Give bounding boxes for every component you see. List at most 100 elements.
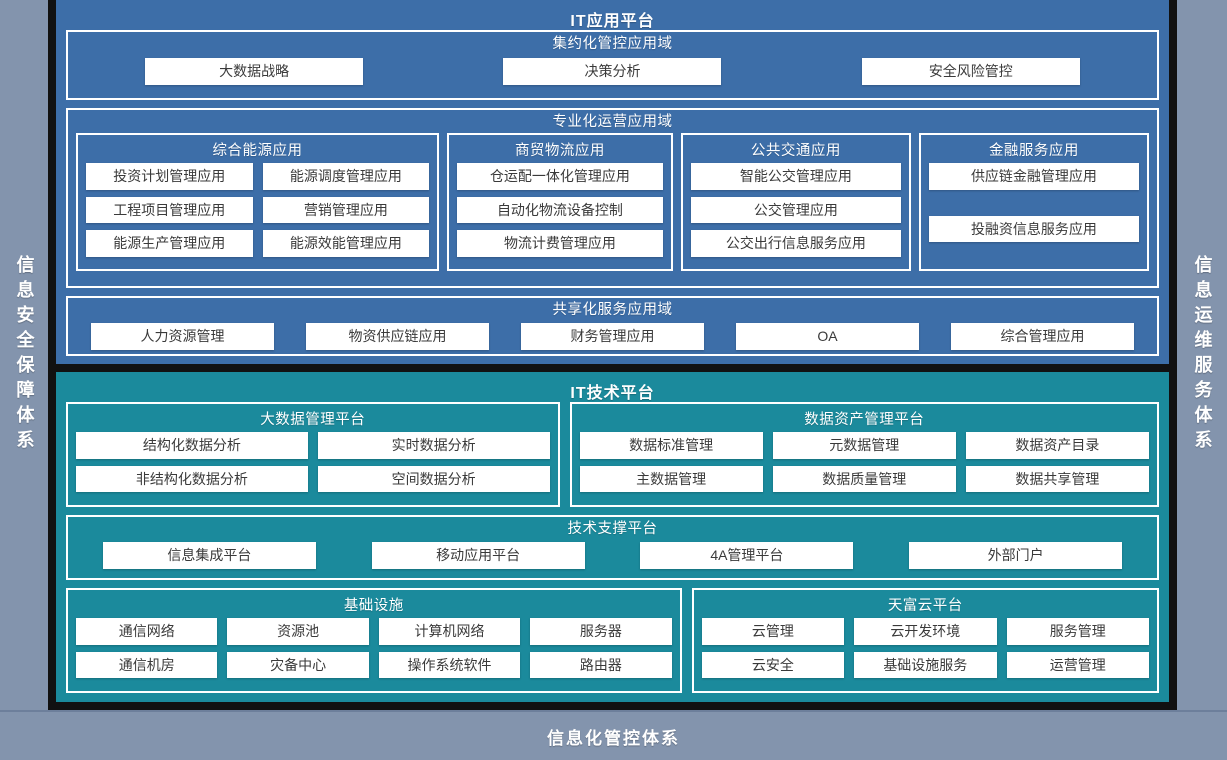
right-divider (1169, 0, 1177, 710)
chip-item[interactable]: 服务管理 (1006, 618, 1149, 645)
chip-item[interactable]: 智能公交管理应用 (690, 162, 901, 190)
chip-placeholder (929, 197, 1139, 209)
right-framework-bar-label: 信息运维服务体系 (1192, 255, 1213, 455)
group-row: 物流计费管理应用 (457, 230, 663, 257)
group-rows: 结构化数据分析 实时数据分析 非结构化数据分析 空间数据分析 (68, 432, 558, 505)
chip-item[interactable]: 能源调度管理应用 (262, 162, 430, 190)
chip-item[interactable]: 信息集成平台 (102, 541, 316, 569)
chip-item[interactable]: 大数据战略 (145, 57, 364, 85)
intensive-control-domain-title: 集约化管控应用域 (552, 36, 673, 52)
chip-item[interactable]: 通信机房 (76, 651, 218, 679)
chip-item[interactable]: 结构化数据分析 (76, 432, 308, 459)
chip-item[interactable]: 物流计费管理应用 (457, 230, 663, 257)
it-technology-platform: IT技术平台 大数据管理平台 结构化数据分析 实时数据分析 非结构化数据分析 空… (56, 372, 1169, 702)
chip-item[interactable]: 营销管理应用 (262, 196, 430, 224)
chip-item[interactable]: 移动应用平台 (371, 541, 585, 569)
chip-item[interactable]: 运营管理 (1006, 651, 1149, 679)
chip-item[interactable]: 决策分析 (503, 57, 722, 85)
chip-item[interactable]: 仓运配一体化管理应用 (457, 162, 663, 190)
group-title: 金融服务应用 (988, 142, 1079, 159)
bottom-divider (56, 702, 1169, 710)
chip-item[interactable]: 灾备中心 (227, 651, 369, 679)
group-title: 天富云平台 (887, 598, 963, 614)
group-rows: 数据标准管理 元数据管理 数据资产目录 主数据管理 数据质量管理 数据共享管理 (572, 432, 1157, 505)
chip-item[interactable]: 云开发环境 (854, 618, 997, 645)
group-title: 商贸物流应用 (514, 142, 605, 159)
group-rows: 投资计划管理应用 能源调度管理应用 工程项目管理应用 营销管理应用 能源生产管理… (78, 162, 437, 269)
chip-item[interactable]: 数据资产目录 (965, 432, 1149, 459)
tech-row-data: 大数据管理平台 结构化数据分析 实时数据分析 非结构化数据分析 空间数据分析 数… (66, 402, 1159, 507)
group-row: 投资计划管理应用 能源调度管理应用 (86, 162, 430, 190)
tech-row-infra: 基础设施 通信网络 资源池 计算机网络 服务器 通信机房 灾备中心 操作系统软件… (66, 588, 1159, 693)
group-rows: 智能公交管理应用 公交管理应用 公交出行信息服务应用 (683, 162, 909, 269)
group-row: 云安全 基础设施服务 运营管理 (701, 651, 1149, 679)
chip-item[interactable]: 物资供应链应用 (306, 322, 489, 350)
chip-item[interactable]: 通信网络 (76, 618, 218, 645)
group-rows: 通信网络 资源池 计算机网络 服务器 通信机房 灾备中心 操作系统软件 路由器 (68, 618, 680, 691)
chip-item[interactable]: OA (736, 322, 919, 350)
group-title: 大数据管理平台 (260, 412, 366, 428)
chip-item[interactable]: 资源池 (227, 618, 369, 645)
chip-item[interactable]: 操作系统软件 (378, 651, 521, 679)
group-row: 结构化数据分析 实时数据分析 (76, 432, 550, 459)
chip-item[interactable]: 主数据管理 (579, 465, 763, 493)
group-title: 综合能源应用 (212, 142, 303, 159)
tech-platform-title: IT技术平台 (570, 385, 655, 402)
group-row: 工程项目管理应用 营销管理应用 (86, 196, 430, 224)
chip-item[interactable]: 基础设施服务 (854, 651, 997, 679)
chip-item[interactable]: 工程项目管理应用 (86, 196, 253, 224)
chip-item[interactable]: 人力资源管理 (91, 322, 274, 350)
left-divider (48, 0, 56, 710)
chip-item[interactable]: 数据标准管理 (579, 432, 763, 459)
group-row: 投融资信息服务应用 (928, 215, 1139, 243)
chip-item[interactable]: 能源效能管理应用 (262, 230, 430, 257)
chip-item[interactable]: 云安全 (701, 651, 845, 679)
group-row: 供应链金融管理应用 (928, 162, 1139, 190)
panel-divider (56, 364, 1169, 372)
chip-item[interactable]: 空间数据分析 (317, 465, 550, 493)
chip-item[interactable]: 数据质量管理 (772, 465, 956, 493)
chip-item[interactable]: 路由器 (530, 651, 672, 679)
chip-item[interactable]: 外部门户 (909, 541, 1123, 569)
chip-item[interactable]: 公交管理应用 (690, 196, 901, 224)
chip-item[interactable]: 供应链金融管理应用 (928, 162, 1139, 190)
chip-item[interactable]: 云管理 (701, 618, 845, 645)
chip-item[interactable]: 服务器 (530, 618, 672, 645)
chip-item[interactable]: 投融资信息服务应用 (928, 215, 1139, 243)
technical-support-platform-title: 技术支撑平台 (567, 521, 658, 537)
bottom-framework-bar: 信息化管控体系 (0, 710, 1227, 760)
shared-service-domain: 共享化服务应用域 人力资源管理 物资供应链应用 财务管理应用 OA 综合管理应用 (66, 296, 1159, 356)
chip-item[interactable]: 4A管理平台 (640, 541, 854, 569)
group-row: 自动化物流设备控制 (457, 196, 663, 224)
chip-item[interactable]: 财务管理应用 (521, 322, 704, 350)
group-row: 云管理 云开发环境 服务管理 (701, 618, 1149, 645)
group-title: 基础设施 (343, 598, 404, 614)
group-row-empty (929, 197, 1139, 209)
chip-item[interactable]: 能源生产管理应用 (86, 230, 253, 257)
group-title: 数据资产管理平台 (804, 412, 925, 428)
chip-item[interactable]: 数据共享管理 (965, 465, 1149, 493)
chip-item[interactable]: 元数据管理 (772, 432, 956, 459)
group-big-data-platform: 大数据管理平台 结构化数据分析 实时数据分析 非结构化数据分析 空间数据分析 (66, 402, 560, 507)
group-row: 智能公交管理应用 (690, 162, 901, 190)
technical-support-platform: 技术支撑平台 信息集成平台 移动应用平台 4A管理平台 外部门户 (66, 515, 1159, 580)
chip-item[interactable]: 自动化物流设备控制 (457, 196, 663, 224)
group-row: 数据标准管理 元数据管理 数据资产目录 (579, 432, 1149, 459)
intensive-control-domain: 集约化管控应用域 大数据战略 决策分析 安全风险管控 (66, 30, 1159, 100)
group-row: 公交出行信息服务应用 (690, 230, 901, 257)
group-row: 非结构化数据分析 空间数据分析 (76, 465, 550, 493)
chip-item[interactable]: 非结构化数据分析 (76, 465, 308, 493)
chip-item[interactable]: 综合管理应用 (951, 322, 1134, 350)
group-data-asset-platform: 数据资产管理平台 数据标准管理 元数据管理 数据资产目录 主数据管理 数据质量管… (569, 402, 1159, 507)
technical-support-items: 信息集成平台 移动应用平台 4A管理平台 外部门户 (68, 541, 1157, 569)
chip-item[interactable]: 实时数据分析 (317, 432, 550, 459)
left-framework-bar-label: 信息安全保障体系 (14, 255, 35, 455)
chip-item[interactable]: 投资计划管理应用 (86, 162, 253, 190)
group-financial-service: 金融服务应用 供应链金融管理应用 投融资信息服务应用 (918, 132, 1149, 271)
group-row: 通信机房 灾备中心 操作系统软件 路由器 (76, 651, 672, 679)
group-row: 主数据管理 数据质量管理 数据共享管理 (579, 465, 1149, 493)
chip-item[interactable]: 计算机网络 (378, 618, 521, 645)
chip-item[interactable]: 公交出行信息服务应用 (690, 230, 901, 257)
chip-item[interactable]: 安全风险管控 (861, 57, 1080, 85)
